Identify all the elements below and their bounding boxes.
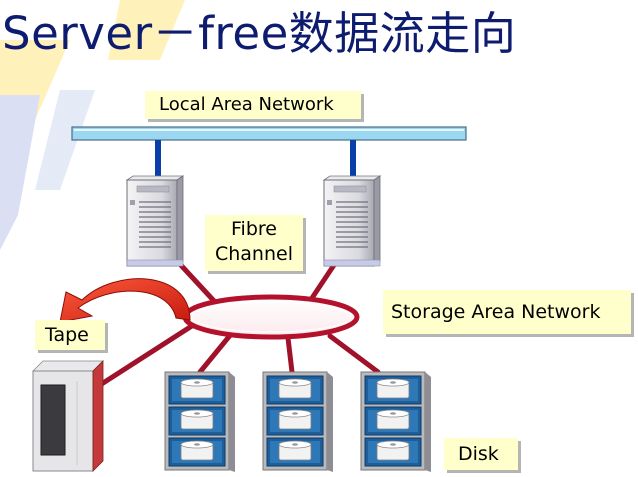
page-title: Server－free数据流走向: [2, 7, 517, 60]
san-ring: [182, 294, 360, 340]
disk-array-icon: [262, 371, 333, 472]
tape-drive-icon: [32, 360, 104, 472]
san-label: Storage Area Network: [383, 290, 631, 334]
lan-label: Local Area Network: [145, 91, 361, 119]
disk-array-icon: [164, 371, 235, 472]
tape-label: Tape: [35, 320, 105, 350]
server-icon: [125, 175, 185, 267]
disk-array-icon: [360, 371, 431, 472]
flow-arrow-icon: [59, 278, 191, 323]
lan-link-left: [155, 140, 161, 180]
watermark-decoration: [0, 0, 185, 250]
server-icon: [322, 175, 382, 267]
fibre-channel-label-line1: Fibre: [231, 218, 277, 240]
fibre-channel-label-line2: Channel: [214, 243, 293, 265]
disk-label: Disk: [444, 438, 518, 470]
san-links: [97, 259, 381, 388]
lan-link-right: [350, 140, 356, 180]
fibre-channel-label: Fibre Channel: [205, 215, 303, 271]
lan-bus: [71, 126, 467, 141]
